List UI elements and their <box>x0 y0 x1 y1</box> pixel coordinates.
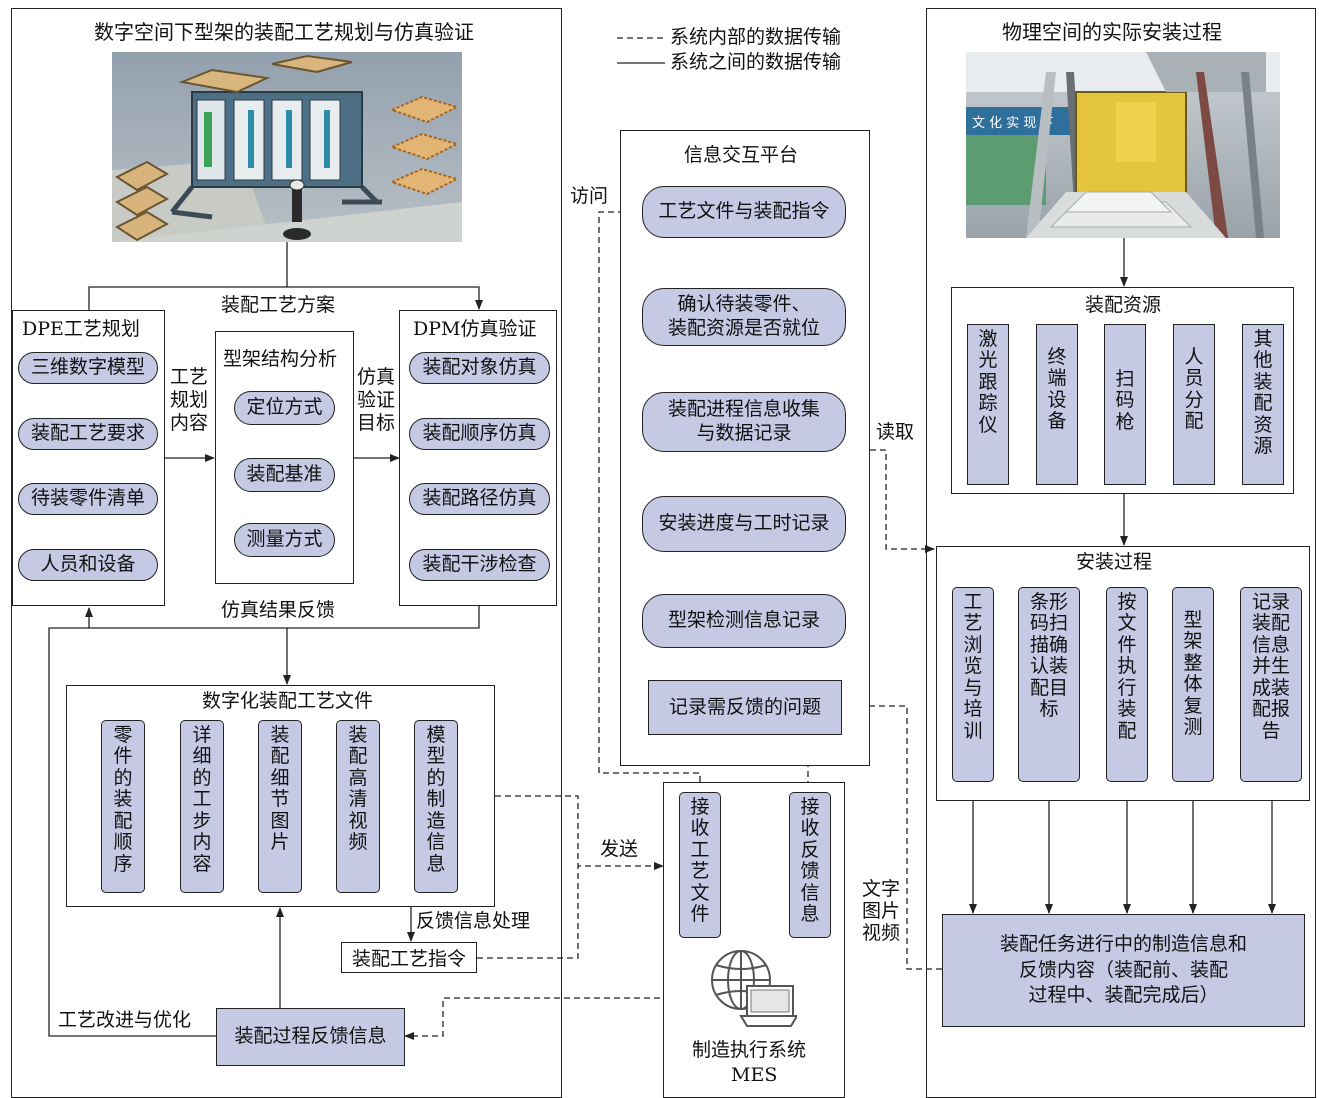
resource-personnel: 人员分配 <box>1173 324 1215 485</box>
install-step-barcode-confirm: 条形码扫描确认装配目标 <box>1018 587 1080 782</box>
resources-title: 装配资源 <box>1085 296 1161 315</box>
structure-item-positioning: 定位方式 <box>234 391 335 425</box>
improve-label: 工艺改进与优化 <box>58 1011 191 1030</box>
left-panel-title: 数字空间下型架的装配工艺规划与仿真验证 <box>94 22 474 42</box>
platform-step-progress-collection: 装配进程信息收集 与数据记录 <box>642 392 846 452</box>
cad-model-image <box>112 52 462 242</box>
mes-receive-feedback: 接收反馈信息 <box>789 792 831 938</box>
resource-scanner: 扫码枪 <box>1104 324 1146 485</box>
sim-target-label: 仿真 验证 目标 <box>357 366 395 436</box>
doc-item-detail-images: 装配细节图片 <box>258 720 302 893</box>
platform-title: 信息交互平台 <box>684 146 798 165</box>
doc-item-step-details: 详细的工步内容 <box>180 720 224 893</box>
platform-step-inspection-record: 型架检测信息记录 <box>642 594 846 648</box>
feedback-processing-label: 反馈信息处理 <box>416 912 530 931</box>
dpe-title: DPE工艺规划 <box>22 320 140 339</box>
dpm-item-path-sim: 装配路径仿真 <box>409 483 550 515</box>
mes-computer-icon <box>705 948 797 1030</box>
platform-issue-record: 记录需反馈的问题 <box>648 680 842 735</box>
dpm-title: DPM仿真验证 <box>413 320 536 339</box>
dpe-item-parts-list: 待装零件清单 <box>18 483 158 515</box>
dpe-item-3d-model: 三维数字模型 <box>18 352 158 384</box>
send-label: 发送 <box>600 840 638 859</box>
install-step-browse-training: 工艺浏览与培训 <box>952 587 994 782</box>
resource-terminal: 终端设备 <box>1036 324 1078 485</box>
workshop-photo: 文 化 实 现 下 <box>966 52 1280 238</box>
structure-item-datum: 装配基准 <box>234 458 335 492</box>
install-step-remeasure: 型架整体复测 <box>1172 587 1214 782</box>
feedback-label: 仿真结果反馈 <box>221 601 335 620</box>
mes-name-line2: MES <box>731 1066 777 1085</box>
doc-item-manufacturing-info: 模型的制造信息 <box>414 720 458 893</box>
dpm-item-sequence-sim: 装配顺序仿真 <box>409 418 550 450</box>
resource-laser-tracker: 激光跟踪仪 <box>967 324 1009 485</box>
access-label: 访问 <box>570 187 608 206</box>
platform-step-docs-instructions: 工艺文件与装配指令 <box>642 186 846 238</box>
install-step-record-report: 记录装配信息并生成装配报告 <box>1240 587 1302 782</box>
dpm-item-interference-check: 装配干涉检查 <box>409 549 550 581</box>
media-label: 文字 图片 视频 <box>862 878 900 945</box>
read-label: 读取 <box>876 423 914 442</box>
manufacturing-info-output: 装配任务进行中的制造信息和 反馈内容（装配前、装配 过程中、装配完成后） <box>942 914 1305 1027</box>
right-panel-title: 物理空间的实际安装过程 <box>1002 22 1222 42</box>
install-title: 安装过程 <box>1076 553 1152 572</box>
assembly-instruction-box: 装配工艺指令 <box>341 942 477 973</box>
install-step-execute-by-docs: 按文件执行装配 <box>1106 587 1148 782</box>
dpe-item-requirements: 装配工艺要求 <box>18 418 158 450</box>
platform-step-progress-hours: 安装进度与工时记录 <box>642 496 846 552</box>
doc-item-hd-video: 装配高清视频 <box>336 720 380 893</box>
mes-receive-docs: 接收工艺文件 <box>679 792 721 938</box>
dpm-item-object-sim: 装配对象仿真 <box>409 352 550 384</box>
structure-title: 型架结构分析 <box>223 350 337 369</box>
planning-content-label: 工艺 规划 内容 <box>170 366 208 436</box>
structure-item-measurement: 测量方式 <box>234 523 335 557</box>
doc-item-part-sequence: 零件的装配顺序 <box>101 720 145 893</box>
mes-name-line1: 制造执行系统 <box>692 1041 806 1060</box>
resource-other: 其他装配资源 <box>1242 324 1284 485</box>
platform-step-confirm-ready: 确认待装零件、 装配资源是否就位 <box>642 288 846 346</box>
digital-docs-title: 数字化装配工艺文件 <box>202 692 373 711</box>
dpe-item-people-equipment: 人员和设备 <box>18 549 158 581</box>
scheme-label: 装配工艺方案 <box>221 296 335 315</box>
legend-dashed-label: 系统内部的数据传输 <box>670 28 841 47</box>
legend-solid-label: 系统之间的数据传输 <box>670 53 841 72</box>
process-feedback-box: 装配过程反馈信息 <box>216 1008 405 1066</box>
